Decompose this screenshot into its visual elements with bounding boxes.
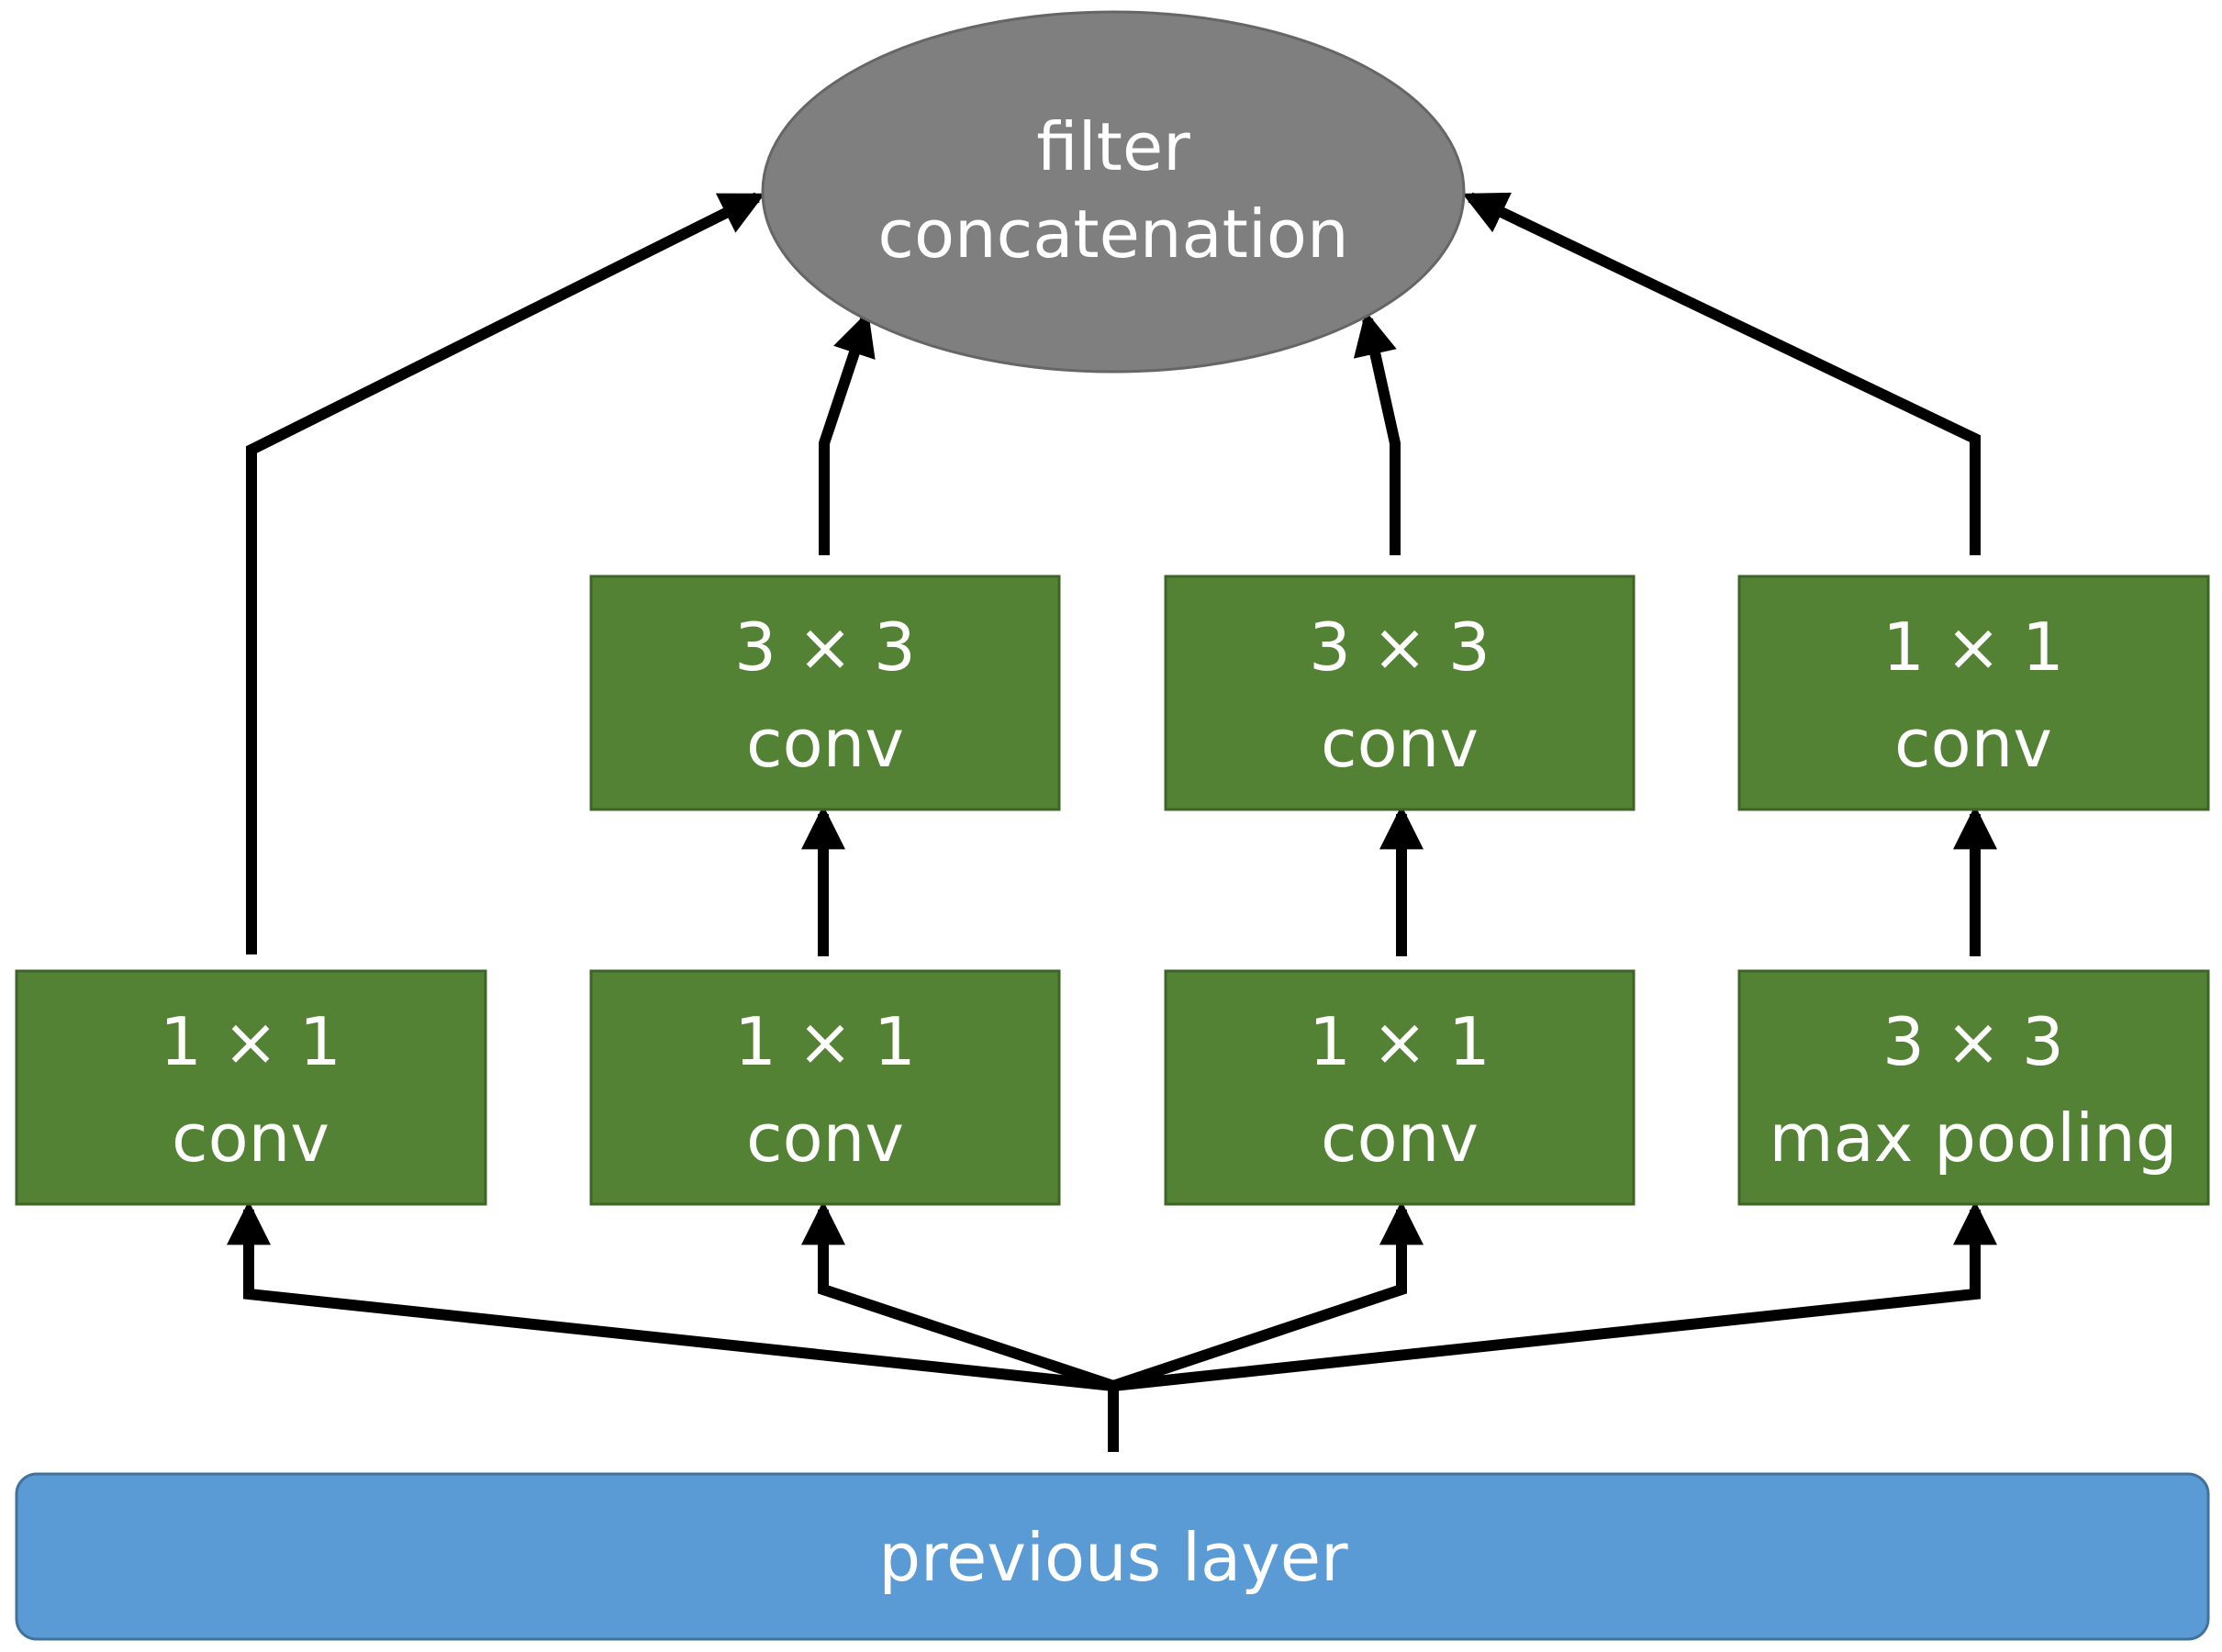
branch4-bottom-box: 3 × 3 max pooling [1737,969,2210,1206]
filter-concatenation-line2: concatenation [877,195,1348,273]
branch3-bottom-box: 1 × 1 conv [1164,969,1636,1206]
edge-t2-to-concat [819,310,876,555]
filter-concatenation-node: filter concatenation [761,10,1466,374]
branch1-bottom-box: 1 × 1 conv [15,969,487,1206]
branch2-top-line2: conv [746,705,904,782]
filter-concatenation-line1: filter [1036,108,1190,185]
bottom-row: 1 × 1 conv 1 × 1 conv 1 × 1 conv 3 × 3 m… [15,969,2210,1206]
branch4-bottom-line1: 3 × 3 [1882,1003,2064,1080]
edge-t4-to-concat [1462,192,1981,555]
edge-input-to-branch4 [1112,1200,1997,1391]
previous-layer-node: previous layer [15,1472,2210,1641]
branch4-top-box: 1 × 1 conv [1737,575,2210,811]
branch3-top-line1: 3 × 3 [1309,608,1491,686]
edge-b1-to-concat [246,192,765,954]
branch2-bottom-line1: 1 × 1 [734,1003,916,1080]
branch4-top-line1: 1 × 1 [1882,608,2064,686]
edge-input-to-branch3 [1111,1200,1424,1391]
filter-concatenation-shape [761,10,1466,374]
branch1-bottom-line2: conv [172,1099,329,1177]
edge-input-to-branch1 [227,1200,1114,1391]
branch4-top-line2: conv [1894,705,2052,782]
branch2-top-line1: 3 × 3 [734,608,916,686]
branch3-bottom-line2: conv [1321,1099,1479,1177]
edges [227,192,1997,1452]
previous-layer-label: previous layer [878,1519,1348,1596]
branch2-bottom-line2: conv [746,1099,904,1177]
previous-layer-bar [15,1472,2210,1641]
branch3-bottom-rect [1164,969,1636,1206]
branch4-bottom-line2: max pooling [1770,1099,2178,1177]
edge-input-to-branch2 [801,1200,1115,1391]
branch4-bottom-rect [1737,969,2210,1206]
branch1-bottom-line1: 1 × 1 [160,1003,341,1080]
branch3-top-line2: conv [1321,705,1479,782]
edge-t3-to-concat [1353,310,1401,555]
branch3-top-rect [1164,575,1636,811]
branch4-top-rect [1737,575,2210,811]
branch3-top-box: 3 × 3 conv [1164,575,1636,811]
branch2-top-box: 3 × 3 conv [589,575,1061,811]
branch2-bottom-box: 1 × 1 conv [589,969,1061,1206]
branch2-top-rect [589,575,1061,811]
branch3-bottom-line1: 1 × 1 [1309,1003,1491,1080]
branch2-bottom-rect [589,969,1061,1206]
top-row: 3 × 3 conv 3 × 3 conv 1 × 1 conv [589,575,2210,811]
branch1-bottom-rect [15,969,487,1206]
